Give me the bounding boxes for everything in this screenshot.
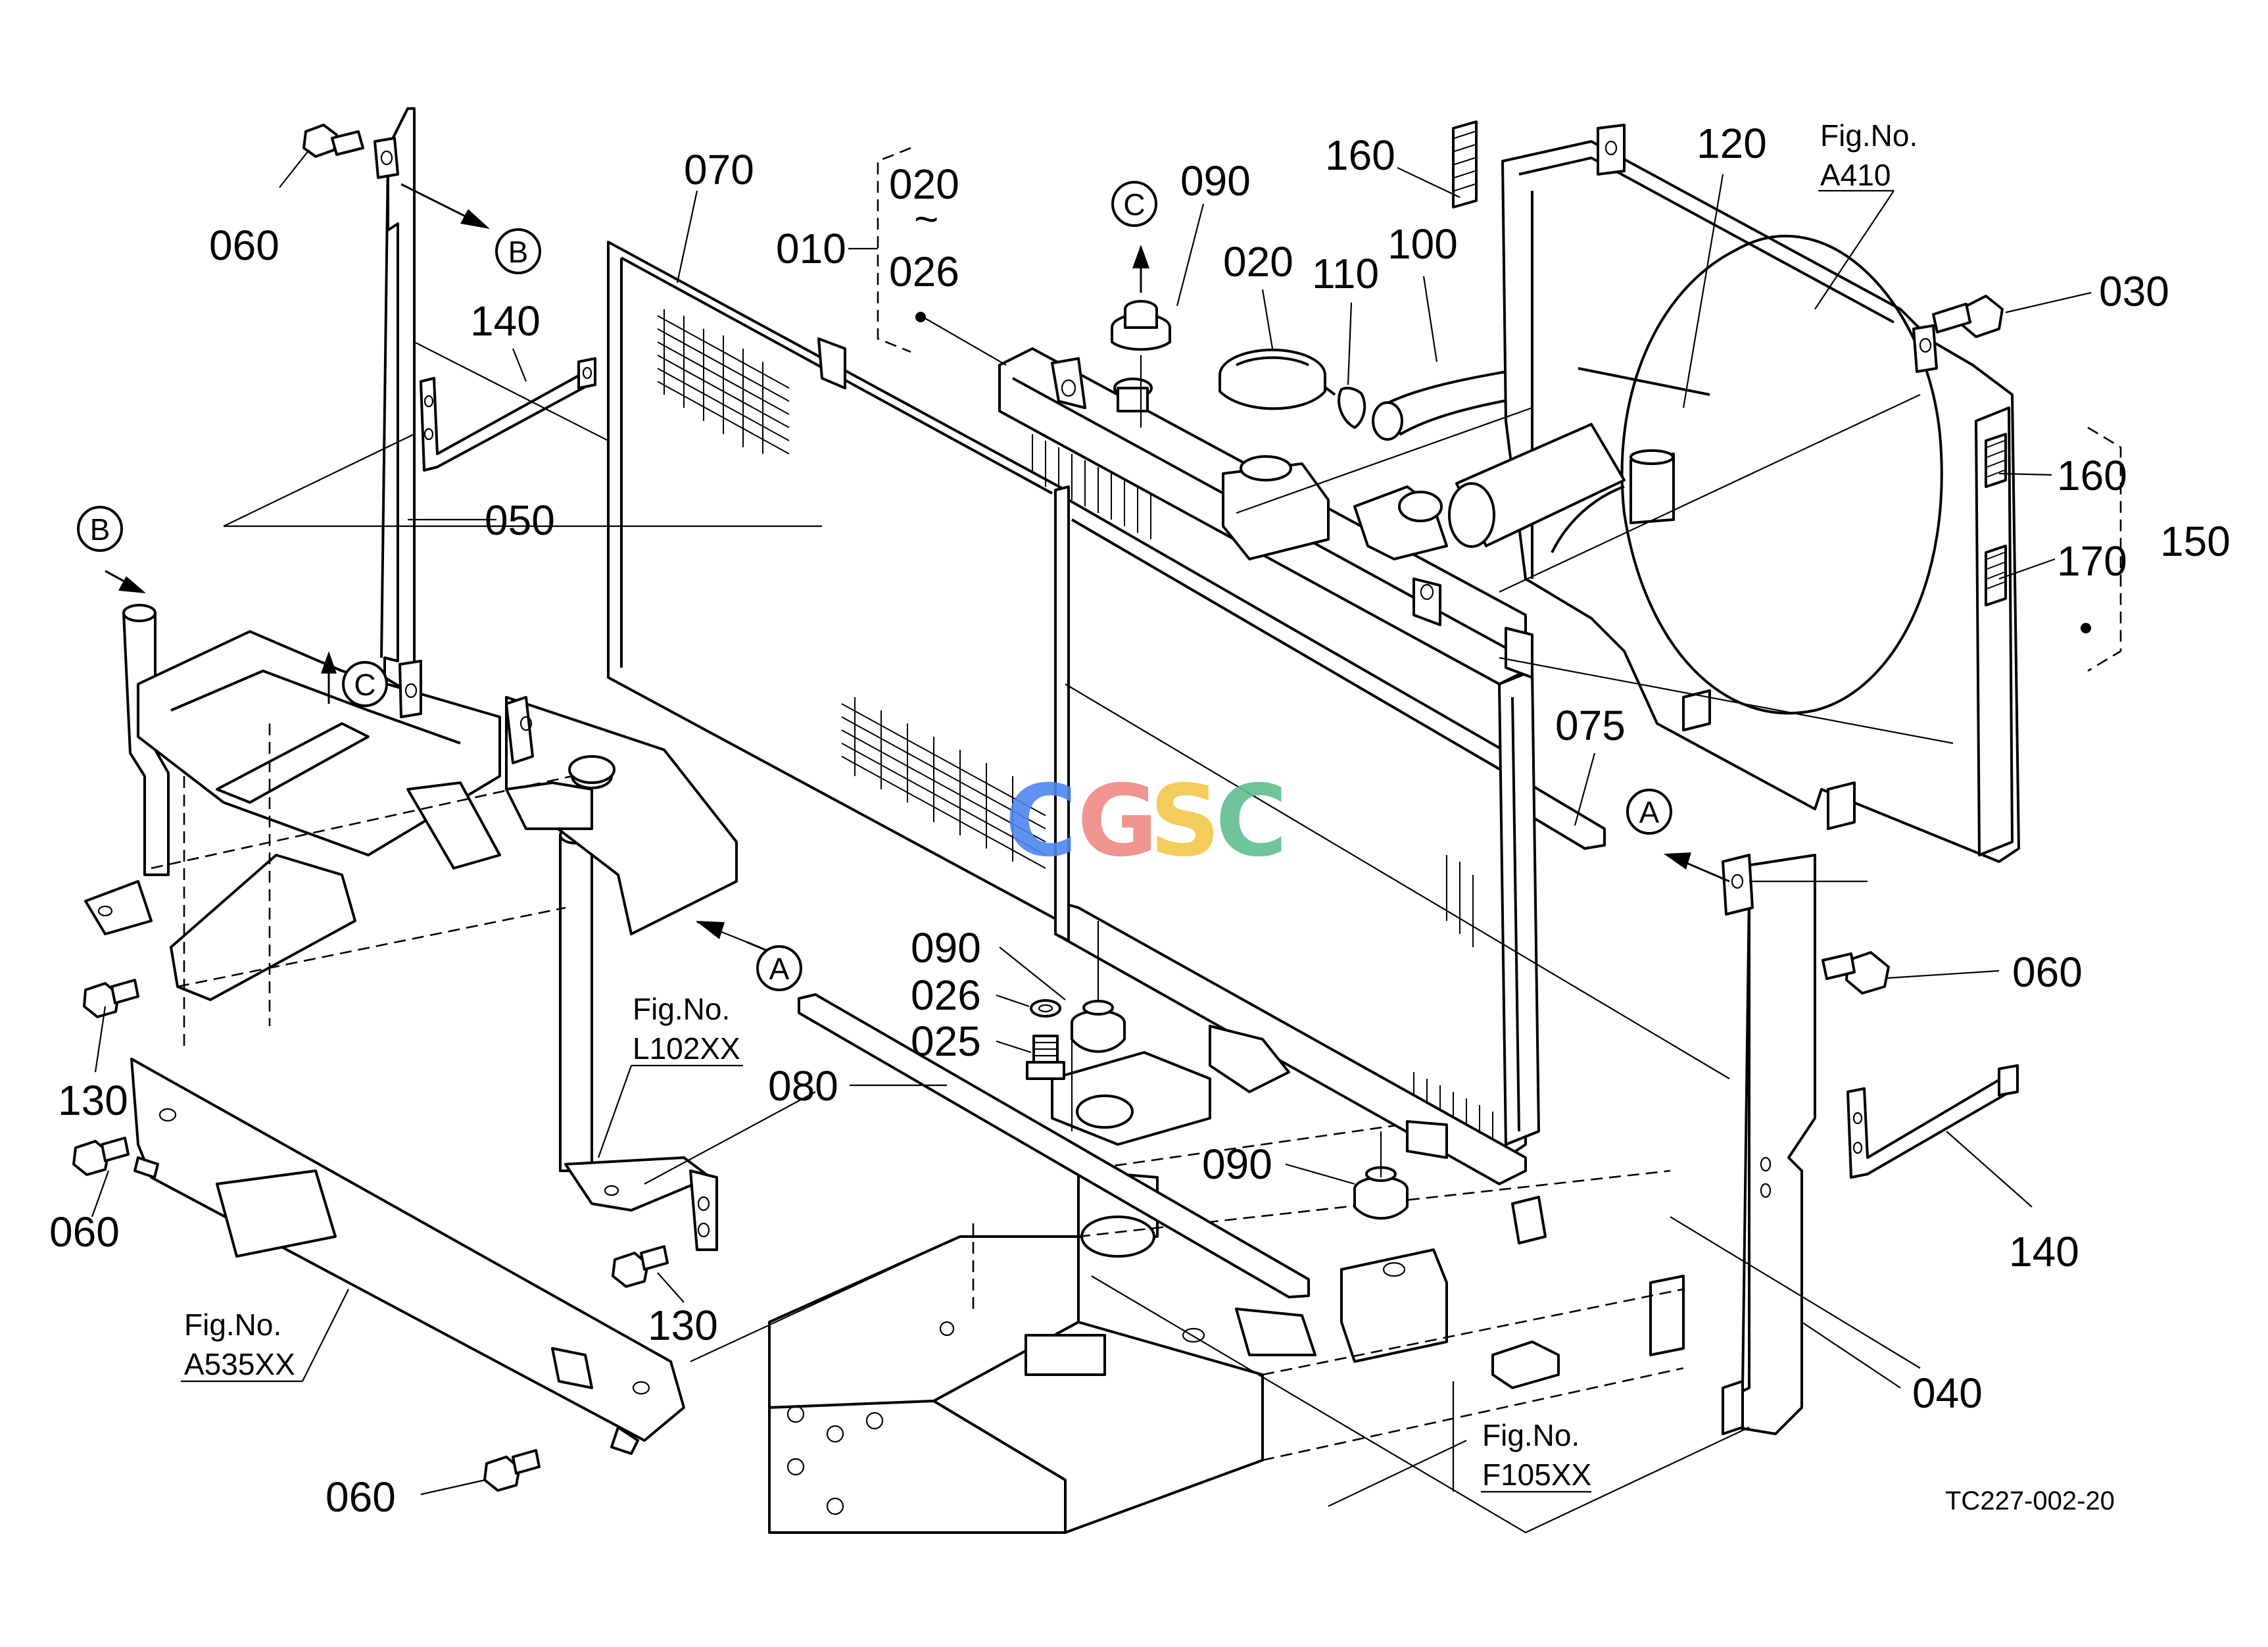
label-025: 025: [911, 1018, 981, 1065]
label-060-top-left: 060: [209, 222, 279, 269]
svg-text:B: B: [508, 235, 529, 269]
label-170: 170: [2057, 537, 2127, 585]
side-bracket-040: [1722, 854, 1816, 1435]
callout-c-top: C: [1111, 181, 1157, 227]
svg-text:C: C: [354, 668, 375, 702]
label-026-top: 026: [889, 248, 959, 295]
label-090-bot: 090: [1202, 1141, 1272, 1188]
label-010: 010: [776, 225, 846, 272]
watermark-logo: C G S C: [1005, 764, 1288, 879]
part-labels: 010 020 ~ 026 020 025 026 030 040 050 06…: [49, 120, 2231, 1521]
cushion-090-top: [1111, 300, 1171, 351]
seal-strip-080: [798, 993, 1310, 1298]
callout-c-left: C: [342, 661, 388, 707]
label-040: 040: [1912, 1369, 1983, 1417]
fig-ref-a535xx: Fig.No. A535XX: [184, 1308, 295, 1381]
label-080: 080: [768, 1062, 838, 1110]
label-060-left: 060: [49, 1208, 120, 1256]
callout-a-left: A: [756, 945, 802, 991]
cushion-090-bot: [1353, 1166, 1409, 1220]
radiator-cap-020: [1218, 349, 1326, 410]
svg-text:Fig.No.: Fig.No.: [1482, 1418, 1580, 1452]
front-frame-assembly: [84, 604, 738, 1455]
label-130-mid: 130: [648, 1302, 718, 1349]
label-120: 120: [1697, 120, 1767, 167]
label-060-right: 060: [2012, 948, 2083, 996]
svg-text:S: S: [1149, 764, 1220, 879]
callout-a-right: A: [1626, 789, 1672, 835]
label-030: 030: [2099, 268, 2169, 315]
svg-text:Fig.No.: Fig.No.: [1820, 118, 1918, 153]
radiator-010: [998, 347, 1540, 1185]
label-150: 150: [2160, 518, 2231, 565]
label-020-026-tilde: ~: [914, 195, 938, 243]
svg-text:C: C: [1123, 187, 1145, 222]
fig-ref-f105xx: Fig.No. F105XX: [1482, 1418, 1591, 1492]
washer-026: [1030, 999, 1061, 1018]
fan-shroud-150: [1448, 120, 2020, 863]
label-075: 075: [1555, 702, 1626, 749]
svg-text:Fig.No.: Fig.No.: [184, 1308, 281, 1342]
lower-frame-assembly: [768, 1051, 1685, 1534]
label-160-right: 160: [2057, 452, 2127, 499]
stay-140-right: [1846, 1064, 2019, 1179]
svg-text:A: A: [1639, 795, 1660, 829]
label-140-top: 140: [470, 297, 541, 345]
svg-text:A410: A410: [1820, 158, 1891, 192]
label-026-mid: 026: [911, 971, 981, 1019]
fig-ref-l102xx: Fig.No. L102XX: [633, 992, 740, 1066]
bolt-130-left: [83, 979, 139, 1018]
label-020-top: 020: [889, 160, 959, 208]
fig-ref-a410: Fig.No. A410: [1820, 118, 1918, 192]
stay-140-top: [420, 357, 596, 472]
svg-text:A: A: [769, 952, 790, 986]
bolt-130-mid: [612, 1245, 669, 1288]
bolt-060-left: [72, 1137, 130, 1176]
label-070: 070: [684, 146, 754, 193]
drain-plug-025: [1026, 1035, 1065, 1080]
svg-text:B: B: [90, 512, 110, 547]
leader-lines: [91, 147, 2122, 1534]
svg-text:Fig.No.: Fig.No.: [633, 992, 730, 1026]
label-110: 110: [1312, 250, 1379, 297]
svg-text:C: C: [1005, 764, 1077, 879]
bolt-060-right: [1822, 951, 1890, 995]
bolt-060-top-left: [302, 124, 364, 158]
svg-text:G: G: [1077, 764, 1158, 879]
label-100: 100: [1387, 220, 1458, 268]
label-090-top: 090: [1180, 157, 1251, 205]
label-160-top: 160: [1325, 132, 1395, 179]
bolt-030: [1932, 295, 2004, 338]
svg-text:L102XX: L102XX: [633, 1031, 740, 1066]
svg-text:F105XX: F105XX: [1482, 1458, 1591, 1492]
label-130-left: 130: [58, 1077, 128, 1124]
side-bracket-050: [374, 107, 422, 718]
label-090-mid: 090: [911, 924, 981, 971]
label-060-bottom: 060: [326, 1473, 396, 1521]
drawing-code: TC227-002-20: [1945, 1487, 2115, 1515]
label-050: 050: [485, 497, 555, 544]
callout-b-left: B: [77, 506, 123, 552]
bolt-060-bottom: [483, 1449, 541, 1492]
callout-b-top: B: [495, 228, 541, 274]
cushion-090-mid: [1071, 1000, 1126, 1053]
svg-text:C: C: [1215, 764, 1288, 879]
label-020-cap: 020: [1223, 238, 1293, 285]
label-140-right: 140: [2009, 1228, 2079, 1275]
svg-text:A535XX: A535XX: [184, 1347, 295, 1381]
